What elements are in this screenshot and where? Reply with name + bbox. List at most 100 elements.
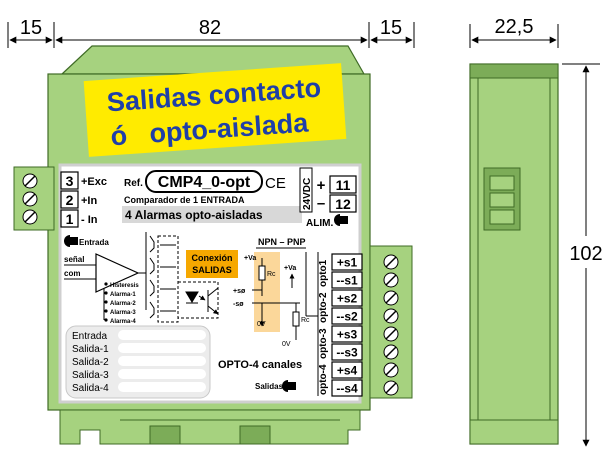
opto-2-label: opto-2 <box>318 292 329 323</box>
terminal-screw-icon <box>383 344 399 360</box>
front-dimensions: 15 82 15 <box>7 17 415 48</box>
led-row: Salida-4 <box>72 382 206 394</box>
led-label-salida-3: Salida-3 <box>72 370 109 381</box>
terminal-screw-icon <box>383 254 399 270</box>
side-housing <box>469 63 559 445</box>
power-plus-sign: + <box>317 177 326 194</box>
alarm-4-label: Alarma-4 <box>110 319 136 325</box>
terminal-screw-icon <box>22 191 38 207</box>
output-terminal-label: --s1 <box>336 274 358 288</box>
side-view: 22,5 102 <box>469 16 603 447</box>
led-icon <box>64 235 78 247</box>
va-label-pnp: +Va <box>284 265 296 272</box>
output-terminal-label: +s3 <box>337 328 358 342</box>
terminal-screw-icon <box>383 290 399 306</box>
terminal-screw-icon <box>383 362 399 378</box>
zero-v-npn: 0V <box>257 321 266 328</box>
power-terminal-12: 12 <box>335 196 351 212</box>
output-terminals: opto1 opto-2 opto-3 opto-4 +s1 --s1 +s2 --s… <box>317 252 399 397</box>
terminal-screw-icon <box>383 272 399 288</box>
output-terminal-label: +s2 <box>337 292 358 306</box>
rc-label-pnp: Rc <box>301 317 310 324</box>
s-plus-label: +sø <box>233 288 246 295</box>
ce-mark: CE <box>265 175 286 192</box>
alarm-3-label: Alarma-3 <box>110 310 136 316</box>
va-label-npn: +Va <box>244 255 256 262</box>
terminal-screw-icon <box>383 308 399 324</box>
banner: Salidas contacto ó opto-aislada <box>83 63 347 157</box>
rc-label-npn: Rc <box>267 271 276 278</box>
dim-height: 102 <box>569 243 602 265</box>
led-row: Salida-1 <box>72 343 206 355</box>
alarms-label: 4 Alarmas opto-aisladas <box>125 208 263 222</box>
alarm-1-label: Alarma-1 <box>110 292 136 298</box>
left-terminals: 3 2 1 +Exc +In - In <box>22 171 107 228</box>
npn-pnp-diagram: NPN – PNP +Va Rc +sø -sø 0V +Va Rc 0V <box>233 237 318 348</box>
output-terminal-box <box>331 361 363 379</box>
output-terminal-label: +s4 <box>337 364 358 378</box>
conexion-line1: Conexión <box>191 253 232 263</box>
output-terminal-label: +s1 <box>337 256 358 270</box>
led-label-salida-4: Salida-4 <box>72 383 109 394</box>
terminal-screw-icon <box>22 209 38 225</box>
output-terminal-box <box>331 253 363 271</box>
supply-voltage: 24VDC <box>302 178 313 210</box>
output-terminal-box <box>331 379 363 397</box>
ref-code: CMP4_0-opt <box>158 174 251 191</box>
dim-side-width: 22,5 <box>495 16 534 38</box>
output-terminal-box <box>331 307 363 325</box>
device-subtitle: Comparador de 1 ENTRADA <box>124 195 245 205</box>
conexion-line2: SALIDAS <box>192 265 232 275</box>
dim-left-margin: 15 <box>20 17 42 39</box>
alarm-2-label: Alarma-2 <box>110 301 136 307</box>
led-row: Entrada <box>72 330 206 342</box>
opto-3-label: opto-3 <box>318 328 329 359</box>
input-schematic: Entrada señal com Histeresis Alarma-1 Al… <box>64 232 238 325</box>
output-terminal-box <box>331 289 363 307</box>
common-label: com <box>64 269 80 278</box>
dim-body-width: 82 <box>199 17 221 39</box>
opto-4-label: opto-4 <box>318 364 329 395</box>
din-clip <box>59 409 361 445</box>
zero-v-pnp: 0V <box>282 341 291 348</box>
terminal-3-label: +Exc <box>81 176 107 188</box>
npn-pnp-label: NPN – PNP <box>258 237 306 247</box>
terminal-1-num: 1 <box>66 211 74 227</box>
led-legend: Entrada Salida-1 Salida-2 Salida-3 Salid… <box>65 325 211 399</box>
led-icon <box>282 380 296 392</box>
opto-channels-label: OPTO-4 canales <box>218 359 302 371</box>
relay-contacts <box>149 235 179 323</box>
hysteresis-label: Histeresis <box>110 283 139 289</box>
power-terminal-11: 11 <box>336 177 351 193</box>
terminal-screw-icon <box>22 173 38 189</box>
power-minus-sign: – <box>317 195 325 212</box>
led-row: Salida-3 <box>72 369 206 381</box>
signal-label: señal <box>64 255 84 264</box>
outputs-label: Salidas <box>255 382 284 391</box>
input-led-label: Entrada <box>79 238 109 247</box>
output-terminal-box <box>331 271 363 289</box>
output-terminal-box <box>331 325 363 343</box>
output-terminal-label: --s4 <box>336 382 358 396</box>
s-minus-label: -sø <box>233 301 244 308</box>
led-icon <box>334 214 348 226</box>
terminal-3-num: 3 <box>66 173 74 189</box>
terminal-2-label: +In <box>81 195 97 207</box>
terminal-screw-icon <box>383 326 399 342</box>
output-terminal-box <box>331 343 363 361</box>
dim-right-margin: 15 <box>380 17 402 39</box>
optocoupler-symbol <box>177 281 219 319</box>
ref-prefix: Ref. <box>124 178 143 189</box>
opto-1-label: opto1 <box>318 259 329 287</box>
title-area: Ref. CMP4_0-opt CE Comparador de 1 ENTRA… <box>122 170 302 223</box>
led-label-salida-2: Salida-2 <box>72 357 109 368</box>
output-terminal-label: --s2 <box>336 310 358 324</box>
led-label-salida-1: Salida-1 <box>72 344 109 355</box>
led-label-entrada: Entrada <box>72 331 107 342</box>
output-terminal-label: --s3 <box>336 346 358 360</box>
terminal-screw-icon <box>383 380 399 396</box>
terminal-1-label: - In <box>81 214 98 226</box>
led-row: Salida-2 <box>72 356 206 368</box>
terminal-2-num: 2 <box>66 192 74 208</box>
